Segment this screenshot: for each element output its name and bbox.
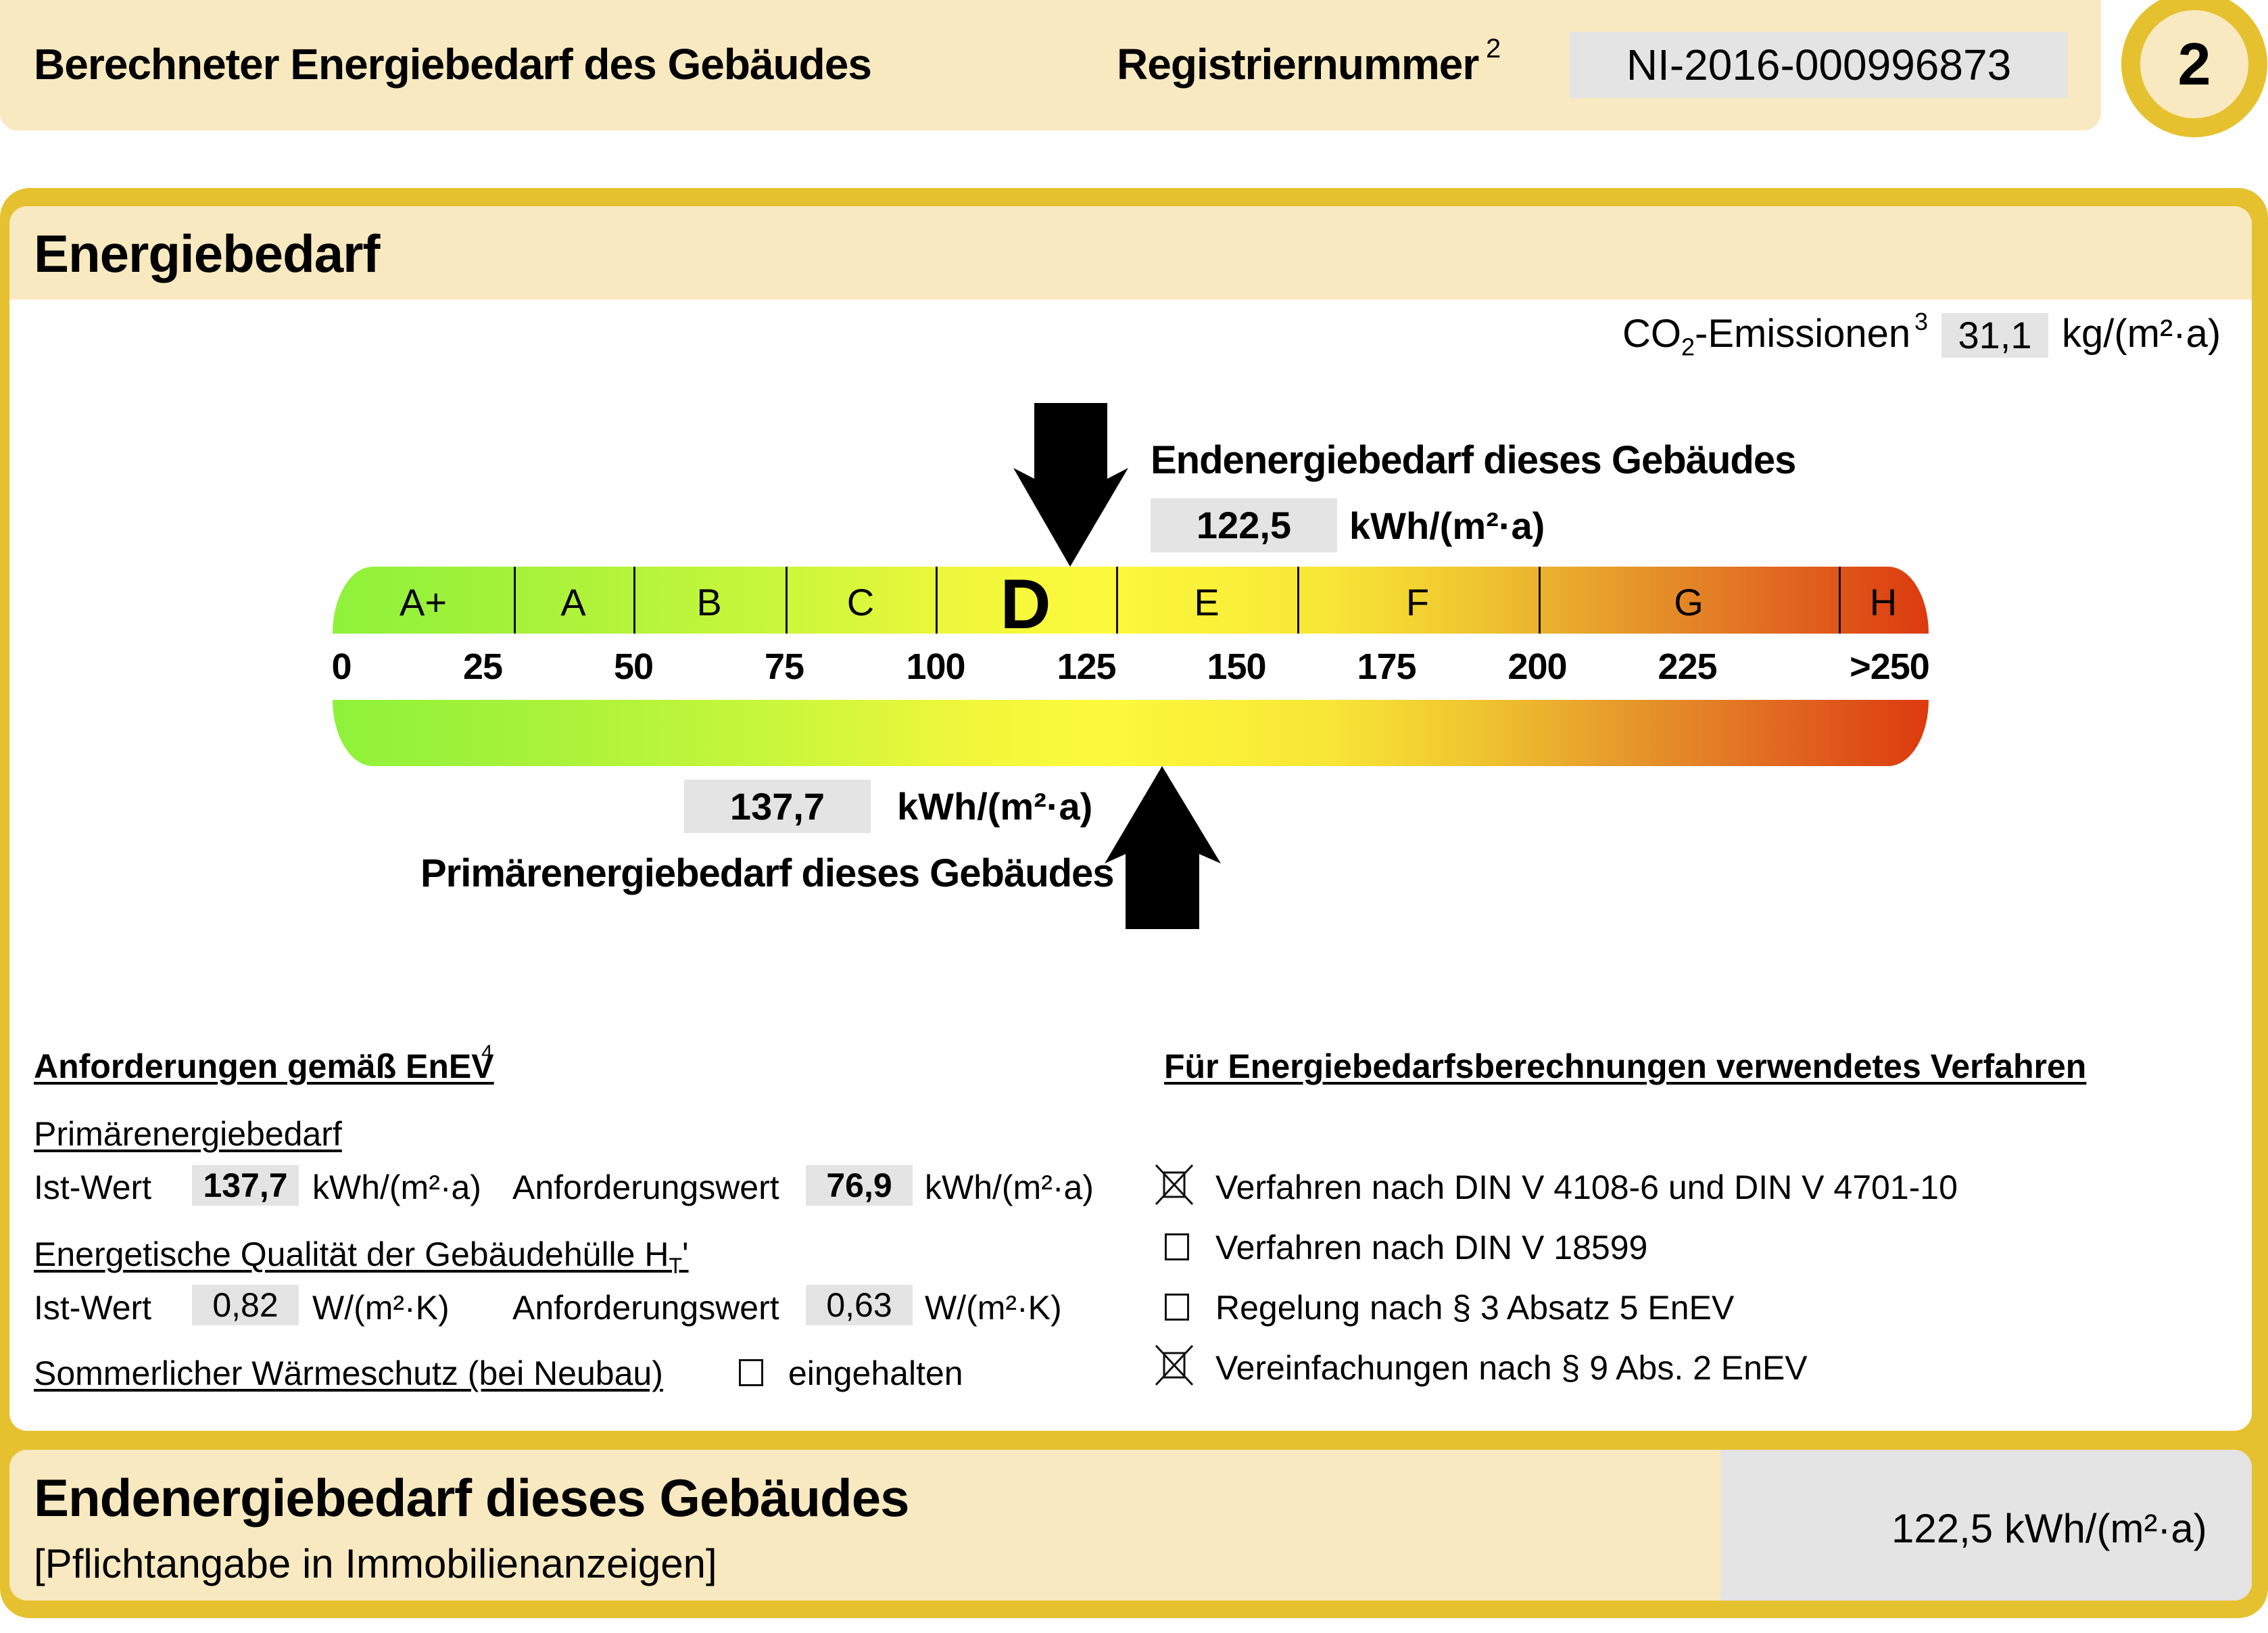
summary-title: Endenergiebedarf dieses Gebäudes — [34, 1468, 909, 1528]
procedure-option-label: Verfahren nach DIN V 18599 — [1215, 1229, 1648, 1267]
scale-tick-label: 125 — [1057, 646, 1116, 687]
procedure-checkbox-checked[interactable] — [1155, 1344, 1195, 1386]
envelope-required-unit: W/(m²·K) — [925, 1289, 1062, 1327]
envelope-heading-suffix: ' — [682, 1235, 689, 1273]
summer-protection-heading: Sommerlicher Wärmeschutz (bei Neubau) — [34, 1354, 663, 1392]
scale-tick-label: 225 — [1658, 646, 1717, 687]
co2-label-subscript: 2 — [1681, 333, 1695, 361]
document-title: Berechneter Energiebedarf des Gebäudes — [34, 40, 872, 89]
primary-energy-value: 137,7 — [684, 780, 871, 833]
summer-protection-checkbox-label: eingehalten — [788, 1354, 963, 1392]
scale-tick-label: >250 — [1850, 646, 1930, 687]
end-energy-label: Endenergiebedarf dieses Gebäudes — [1151, 438, 1796, 482]
co2-value: 31,1 — [1941, 313, 2048, 358]
scale-tick-label: 50 — [613, 646, 654, 687]
primary-required-unit: kWh/(m²·a) — [925, 1168, 1094, 1206]
procedure-option-label: Regelung nach § 3 Absatz 5 EnEV — [1215, 1289, 1735, 1327]
energy-class-label: B — [696, 581, 722, 623]
energy-class-label: G — [1674, 581, 1704, 623]
summer-protection-checkbox[interactable] — [739, 1359, 763, 1386]
envelope-actual-value: 0,82 — [192, 1285, 299, 1325]
summary-value-field — [1720, 1450, 2252, 1601]
procedure-checkbox[interactable] — [1165, 1233, 1189, 1260]
co2-label-prefix: CO — [1622, 312, 1681, 356]
requirements-footnote: 4 — [481, 1041, 493, 1064]
procedure-option-label: Vereinfachungen nach § 9 Abs. 2 EnEV — [1215, 1349, 1808, 1387]
co2-unit: kg/(m²·a) — [2062, 312, 2221, 356]
envelope-required-label: Anforderungswert — [512, 1289, 779, 1327]
scale-tick-label: 200 — [1507, 646, 1567, 687]
primary-requirement-heading: Primärenergiebedarf — [34, 1115, 342, 1153]
envelope-heading-subscript: T — [669, 1254, 683, 1278]
procedure-checkbox[interactable] — [1165, 1294, 1189, 1321]
scale-tick-label: 100 — [906, 646, 965, 687]
energy-class-label: E — [1194, 581, 1220, 623]
scale-tick-label: 175 — [1357, 646, 1416, 687]
primary-required-value: 76,9 — [806, 1165, 913, 1206]
end-energy-arrow-icon — [1013, 403, 1128, 567]
primary-energy-arrow-icon — [1105, 766, 1221, 929]
section-header — [9, 206, 2252, 300]
class-divider — [633, 567, 635, 634]
energy-class-label: A — [560, 581, 586, 623]
scale-tick-label: 75 — [764, 646, 804, 687]
envelope-actual-unit: W/(m²·K) — [312, 1289, 450, 1327]
co2-label: CO2-Emissionen — [1622, 311, 1910, 362]
primary-actual-value: 137,7 — [192, 1165, 299, 1206]
class-divider — [1839, 567, 1841, 634]
primary-actual-label: Ist-Wert — [34, 1168, 152, 1206]
co2-label-suffix: -Emissionen — [1695, 312, 1911, 356]
energy-gradient-bar — [333, 700, 1929, 766]
energy-class-label: C — [846, 581, 875, 623]
class-divider — [936, 567, 938, 634]
primary-actual-unit: kWh/(m²·a) — [312, 1168, 481, 1206]
registration-footnote: 2 — [1486, 34, 1501, 64]
envelope-required-value: 0,63 — [806, 1285, 913, 1325]
requirements-title: Anforderungen gemäß EnEV — [34, 1047, 494, 1085]
energy-class-label: A+ — [399, 581, 448, 623]
summary-value: 122,5 kWh/(m²·a) — [1891, 1506, 2207, 1551]
scale-tick-label: 150 — [1207, 646, 1266, 687]
primary-energy-label: Primärenergiebedarf dieses Gebäudes — [420, 851, 1115, 895]
registration-label: Registriernummer — [1117, 40, 1479, 89]
primary-required-label: Anforderungswert — [512, 1168, 779, 1206]
energy-class-label: F — [1405, 581, 1430, 623]
class-divider — [1539, 567, 1541, 634]
page-number-badge: 2 — [2121, 0, 2267, 137]
envelope-actual-label: Ist-Wert — [34, 1289, 152, 1327]
energy-class-bar — [333, 567, 1929, 634]
co2-footnote: 3 — [1914, 308, 1929, 335]
class-divider — [1116, 567, 1118, 634]
procedure-title: Für Energiebedarfsberechnungen verwendet… — [1164, 1047, 2087, 1085]
scale-tick-label: 25 — [462, 646, 503, 687]
envelope-requirement-heading: Energetische Qualität der Gebäudehülle H… — [34, 1235, 689, 1279]
end-energy-value: 122,5 — [1151, 498, 1337, 552]
main-content-area — [9, 206, 2252, 1431]
energy-class-label: D — [1000, 565, 1051, 644]
class-divider — [514, 567, 516, 634]
section-title: Energiebedarf — [34, 224, 380, 283]
primary-energy-unit: kWh/(m²·a) — [897, 785, 1093, 828]
procedure-option-label: Verfahren nach DIN V 4108-6 und DIN V 47… — [1215, 1168, 1958, 1206]
scale-tick-label: 0 — [331, 646, 352, 687]
summary-subtitle: [Pflichtangabe in Immobilienanzeigen] — [34, 1541, 717, 1586]
energy-class-label: H — [1869, 581, 1898, 623]
class-divider — [1297, 567, 1299, 634]
class-divider — [786, 567, 788, 634]
procedure-checkbox-checked[interactable] — [1155, 1164, 1195, 1206]
registration-number-field: NI-2016-000996873 — [1570, 32, 2068, 98]
end-energy-unit: kWh/(m²·a) — [1349, 504, 1545, 547]
envelope-heading-text: Energetische Qualität der Gebäudehülle H — [34, 1235, 669, 1273]
